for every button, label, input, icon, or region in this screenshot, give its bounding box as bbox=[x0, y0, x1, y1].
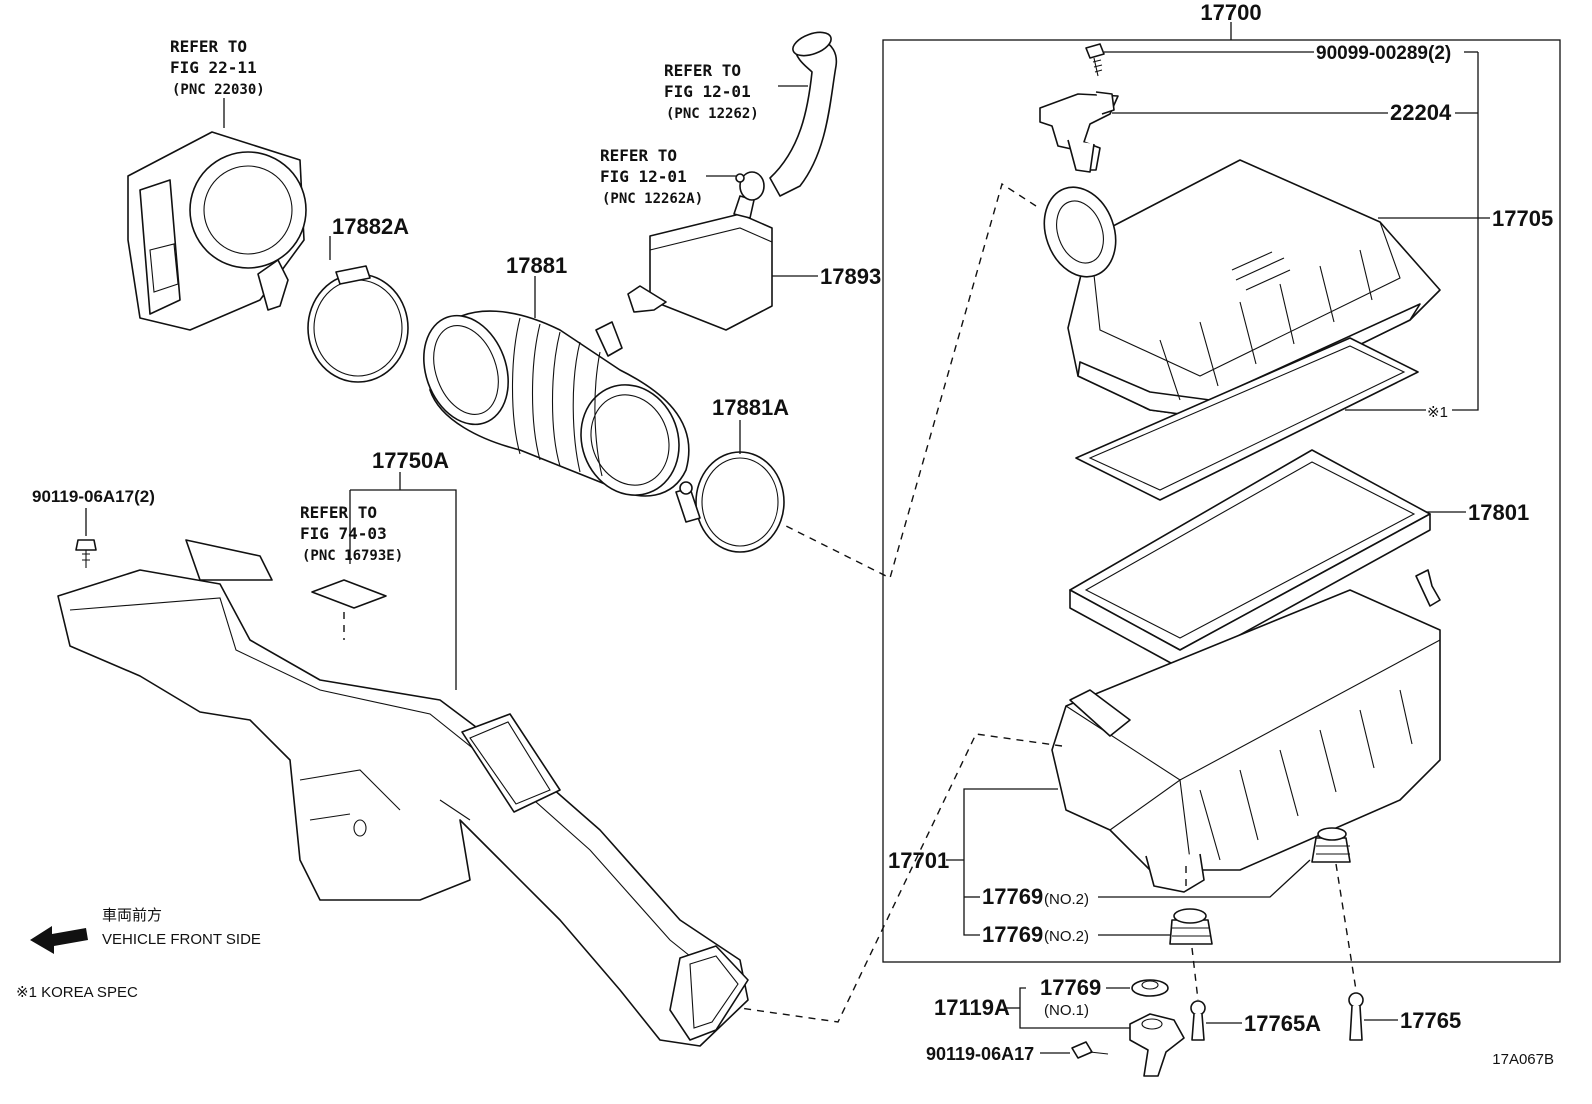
label-17701: 17701 bbox=[888, 848, 949, 873]
throttle-body-icon bbox=[127, 131, 307, 331]
small-clamp-icon bbox=[735, 171, 765, 201]
assembly-box bbox=[882, 39, 1561, 963]
front-label-en: VEHICLE FRONT SIDE bbox=[102, 931, 261, 948]
grommet-no2-b-icon bbox=[1169, 908, 1213, 945]
label-90119-06a17-bottom: 90119-06A17 bbox=[926, 1044, 1034, 1064]
screw-90099-icon bbox=[1085, 43, 1105, 77]
label-17882a: 17882A bbox=[332, 214, 409, 239]
bracket-17701 bbox=[963, 788, 1058, 936]
air-cleaner-case-icon bbox=[1051, 569, 1441, 893]
label-17769-no1: 17769 bbox=[1040, 975, 1101, 1000]
hose-clamp-17882a-icon bbox=[307, 265, 409, 383]
label-no2-b: (NO.2) bbox=[1044, 928, 1089, 945]
air-flow-sensor-icon bbox=[1039, 91, 1119, 173]
label-90119-06a17-left: 90119-06A17(2) bbox=[32, 487, 155, 506]
label-90099-00289: 90099-00289(2) bbox=[1316, 43, 1451, 64]
bracket-17119a-icon bbox=[1129, 1013, 1185, 1077]
bracket-17750a bbox=[350, 489, 457, 690]
pin-17765-icon bbox=[1348, 992, 1364, 1041]
air-inlet-duct-icon bbox=[57, 539, 749, 1047]
hose-clamp-17881a-icon bbox=[675, 451, 785, 553]
breather-hose-icon bbox=[769, 31, 837, 197]
grommet-no1-icon bbox=[1131, 979, 1169, 997]
label-17893: 17893 bbox=[820, 264, 881, 289]
bolt-90119-left-icon bbox=[75, 539, 97, 568]
label-17765: 17765 bbox=[1400, 1008, 1461, 1033]
grommet-no2-icon bbox=[1311, 827, 1351, 863]
label-17769-no2-a: 17769 bbox=[982, 884, 1043, 909]
front-label-jp: 車両前方 bbox=[102, 907, 162, 924]
label-17750a: 17750A bbox=[372, 448, 449, 473]
bracket-right bbox=[1452, 52, 1479, 411]
label-17765a: 17765A bbox=[1244, 1011, 1321, 1036]
label-17705: 17705 bbox=[1492, 206, 1553, 231]
pin-17765a-icon bbox=[1190, 1000, 1206, 1041]
label-sticker-icon bbox=[311, 579, 387, 609]
dash-connector-lower bbox=[739, 733, 1063, 1023]
ref-hose: REFER TO FIG 12-01 (PNC 12262) bbox=[664, 61, 760, 122]
resonator-icon bbox=[627, 195, 773, 331]
diagram-code: 17A067B bbox=[1492, 1051, 1554, 1068]
label-17881: 17881 bbox=[506, 253, 567, 278]
dash-connector-upper bbox=[781, 182, 1037, 580]
air-filter-element-icon bbox=[1069, 449, 1431, 669]
ref-clamp: REFER TO FIG 12-01 (PNC 12262A) bbox=[600, 146, 703, 207]
label-no2-a: (NO.2) bbox=[1044, 891, 1089, 908]
label-17769-no2-b: 17769 bbox=[982, 922, 1043, 947]
korea-spec-note: ※1 KOREA SPEC bbox=[16, 984, 138, 1001]
label-17119a: 17119A bbox=[934, 995, 1010, 1020]
label-no1: (NO.1) bbox=[1044, 1002, 1089, 1019]
label-17881a: 17881A bbox=[712, 395, 789, 420]
label-17700: 17700 bbox=[1200, 0, 1261, 25]
intake-hose-icon bbox=[423, 310, 690, 497]
gasket-icon bbox=[1075, 337, 1419, 501]
leader-17769-no2-a bbox=[1098, 859, 1311, 898]
front-arrow-icon bbox=[30, 926, 88, 954]
label-17801: 17801 bbox=[1468, 500, 1529, 525]
ref-throttle: REFER TO FIG 22-11 (PNC 22030) bbox=[170, 37, 266, 98]
ref-label: REFER TO FIG 74-03 (PNC 16793E) bbox=[300, 503, 403, 564]
bolt-90119-bottom-icon bbox=[1071, 1041, 1109, 1059]
label-22204: 22204 bbox=[1390, 100, 1452, 125]
label-star-1: ※1 bbox=[1427, 404, 1448, 421]
